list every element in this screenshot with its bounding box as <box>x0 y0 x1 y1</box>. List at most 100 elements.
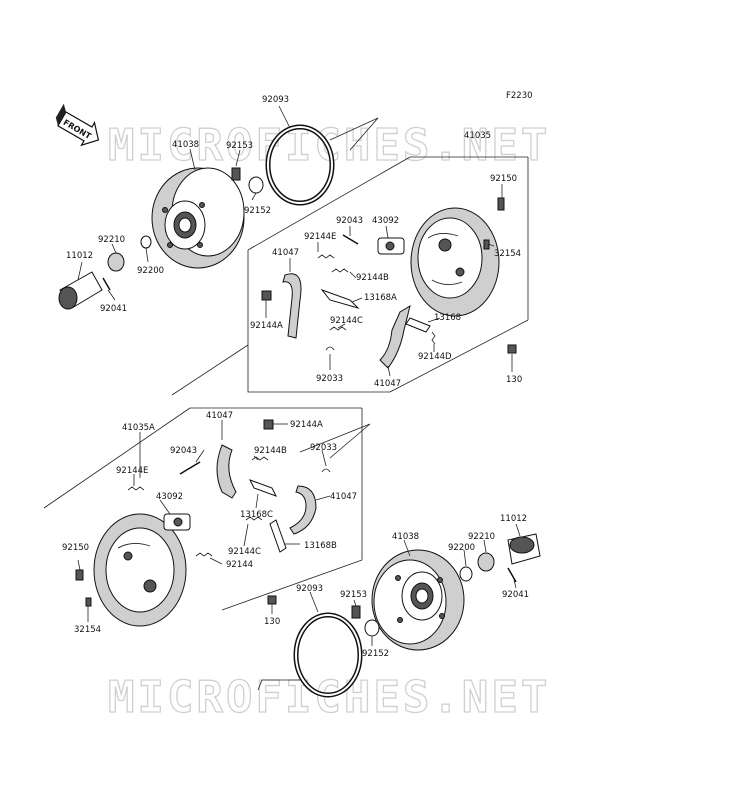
label-130-top: 130 <box>506 375 522 385</box>
backing-plate-bottom <box>93 513 187 627</box>
label-32154-top: 32154 <box>494 249 521 259</box>
bolt-92153-top <box>231 167 241 181</box>
spring-92144E-top <box>317 254 335 259</box>
label-92144C-top: 92144C <box>330 316 363 326</box>
nut-92152-top <box>248 176 264 194</box>
spring-92144B-bottom <box>251 456 269 461</box>
label-41038-top: 41038 <box>172 140 199 150</box>
lever-13168C <box>248 479 278 497</box>
bolt-130-bottom <box>267 595 277 605</box>
backing-plate-top <box>410 207 500 317</box>
label-92152-top: 92152 <box>244 206 271 216</box>
label-92144: 92144 <box>226 560 253 570</box>
spring-92144E-bottom <box>127 486 145 491</box>
spring-92144B-top <box>331 268 349 273</box>
washer-92200-bottom <box>459 566 473 582</box>
nut-92152-bottom <box>364 619 380 637</box>
label-92144E-bottom: 92144E <box>116 466 148 476</box>
label-92144E-top: 92144E <box>304 232 336 242</box>
pin-92043-top <box>342 234 359 245</box>
bolt-92150-bottom <box>75 569 84 581</box>
label-11012-bottom: 11012 <box>500 514 527 524</box>
label-92150-top: 92150 <box>490 174 517 184</box>
label-92200-top: 92200 <box>137 266 164 276</box>
spring-92144D <box>431 331 436 345</box>
label-11012-top: 11012 <box>66 251 93 261</box>
clip-92144A-bottom <box>263 419 274 430</box>
leader-lines-top <box>77 105 513 377</box>
spring-92033-bottom <box>321 468 331 473</box>
seal-ring-top <box>265 124 335 206</box>
label-92153-top: 92153 <box>226 141 253 151</box>
brake-shoe-bottom-b <box>289 485 317 535</box>
label-92033-bottom: 92033 <box>310 443 337 453</box>
label-92200-bottom: 92200 <box>448 543 475 553</box>
label-92041-top: 92041 <box>100 304 127 314</box>
clip-92144A-top <box>261 290 272 301</box>
label-43092-top: 43092 <box>372 216 399 226</box>
brake-shoe-top-a <box>282 273 302 339</box>
label-130-bottom: 130 <box>264 617 280 627</box>
diagram-code: F2230 <box>506 91 533 101</box>
pin-92041-bottom <box>507 567 517 583</box>
label-41035: 41035 <box>464 131 491 141</box>
lever-13168B <box>269 519 287 553</box>
nut-92210-top <box>107 252 125 272</box>
top-shoe-group-outline <box>171 156 529 396</box>
brake-shoe-top-b <box>379 304 411 369</box>
label-92041-bottom: 92041 <box>502 590 529 600</box>
hub-cap-11012-top <box>58 271 103 310</box>
spring-92144C-top <box>329 326 347 331</box>
label-92144D: 92144D <box>418 352 452 362</box>
bolt-92153-bottom <box>351 605 361 619</box>
label-13168B: 13168B <box>304 541 337 551</box>
label-13168: 13168 <box>434 313 461 323</box>
wheel-cylinder-bottom <box>163 513 191 531</box>
brake-shoe-bottom-a <box>216 444 237 499</box>
bolt-92150-top <box>497 197 505 211</box>
label-13168A: 13168A <box>364 293 397 303</box>
label-92144C-bottom: 92144C <box>228 547 261 557</box>
label-92152-bottom: 92152 <box>362 649 389 659</box>
spring-92144 <box>195 552 213 557</box>
label-92093-bottom: 92093 <box>296 584 323 594</box>
label-92144B-top: 92144B <box>356 273 389 283</box>
brake-drum-top <box>151 167 245 269</box>
label-41038-bottom: 41038 <box>392 532 419 542</box>
wheel-cylinder-top <box>377 237 405 255</box>
label-92210-bottom: 92210 <box>468 532 495 542</box>
brake-drum-bottom <box>371 549 465 651</box>
label-92144A-top: 92144A <box>250 321 283 331</box>
bolt-32154-bottom <box>85 597 92 607</box>
leader-lines-bottom <box>77 420 521 646</box>
label-41035A: 41035A <box>122 423 155 433</box>
label-43092-bottom: 43092 <box>156 492 183 502</box>
seal-ring-bottom <box>293 612 363 698</box>
label-92144A-bottom: 92144A <box>290 420 323 430</box>
watermark-bottom: MICROFICHES.NET <box>108 672 550 723</box>
spring-92144C-bottom <box>245 516 263 521</box>
label-92043-bottom: 92043 <box>170 446 197 456</box>
label-32154-bottom: 32154 <box>74 625 101 635</box>
label-92043-top: 92043 <box>336 216 363 226</box>
label-13168C: 13168C <box>240 510 273 520</box>
label-92210-top: 92210 <box>98 235 125 245</box>
label-92144B-bottom: 92144B <box>254 446 287 456</box>
label-92153-bottom: 92153 <box>340 590 367 600</box>
bolt-130-top <box>507 344 517 354</box>
label-92093-top: 92093 <box>262 95 289 105</box>
front-arrow-icon: FRONT <box>55 103 100 147</box>
nut-92210-bottom <box>477 552 495 572</box>
bottom-shoe-group-outline <box>43 407 371 611</box>
lever-13168 <box>405 317 431 333</box>
pin-92041-top <box>102 277 111 291</box>
label-41047-top-a: 41047 <box>272 248 299 258</box>
label-92150-bottom: 92150 <box>62 543 89 553</box>
label-41047-bottom-a: 41047 <box>206 411 233 421</box>
label-41047-bottom-b: 41047 <box>330 492 357 502</box>
washer-92200-top <box>140 235 152 249</box>
spring-92033-top <box>325 346 335 351</box>
lever-13168A <box>320 288 360 310</box>
